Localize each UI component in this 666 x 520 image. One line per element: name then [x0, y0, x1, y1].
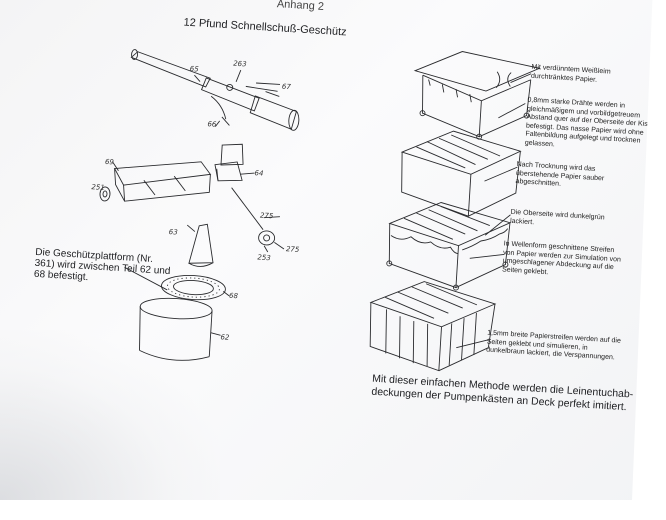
- part-number: 275: [260, 211, 274, 220]
- part-number: 64: [254, 169, 263, 178]
- part-number: 263: [233, 60, 247, 69]
- part-number: 65: [190, 65, 200, 74]
- box-step-1: [413, 51, 541, 140]
- gun-barrel: [130, 49, 300, 131]
- cone-part: [188, 223, 214, 267]
- part-number: 66: [207, 120, 217, 129]
- box-step-4: [369, 281, 497, 372]
- annotation-step-2: 0,8mm starke Drähte werden in gleichmäßi…: [524, 96, 654, 148]
- part-number: 251: [91, 183, 105, 192]
- box-step-2: [400, 130, 522, 217]
- part-number: 68: [229, 292, 239, 301]
- base-cylinder: [139, 297, 213, 361]
- part-number-labels: 65 263 67 66 64 69 251 275 253 275 63 68…: [91, 60, 300, 342]
- gun-mount: [214, 143, 244, 182]
- annotation-step-5: In Wellenform geschnittene Streifen von …: [501, 240, 622, 276]
- gun-carriage: [113, 161, 212, 202]
- page-shadow: [0, 330, 220, 500]
- part-number: 69: [105, 158, 115, 167]
- part-number: 62: [220, 333, 230, 342]
- part-number: 67: [282, 83, 292, 92]
- part-number: 253: [257, 253, 271, 262]
- platform-ring: [161, 274, 226, 301]
- part-number: 63: [169, 228, 178, 237]
- part-number: 275: [286, 245, 300, 254]
- box-step-3: [386, 202, 512, 291]
